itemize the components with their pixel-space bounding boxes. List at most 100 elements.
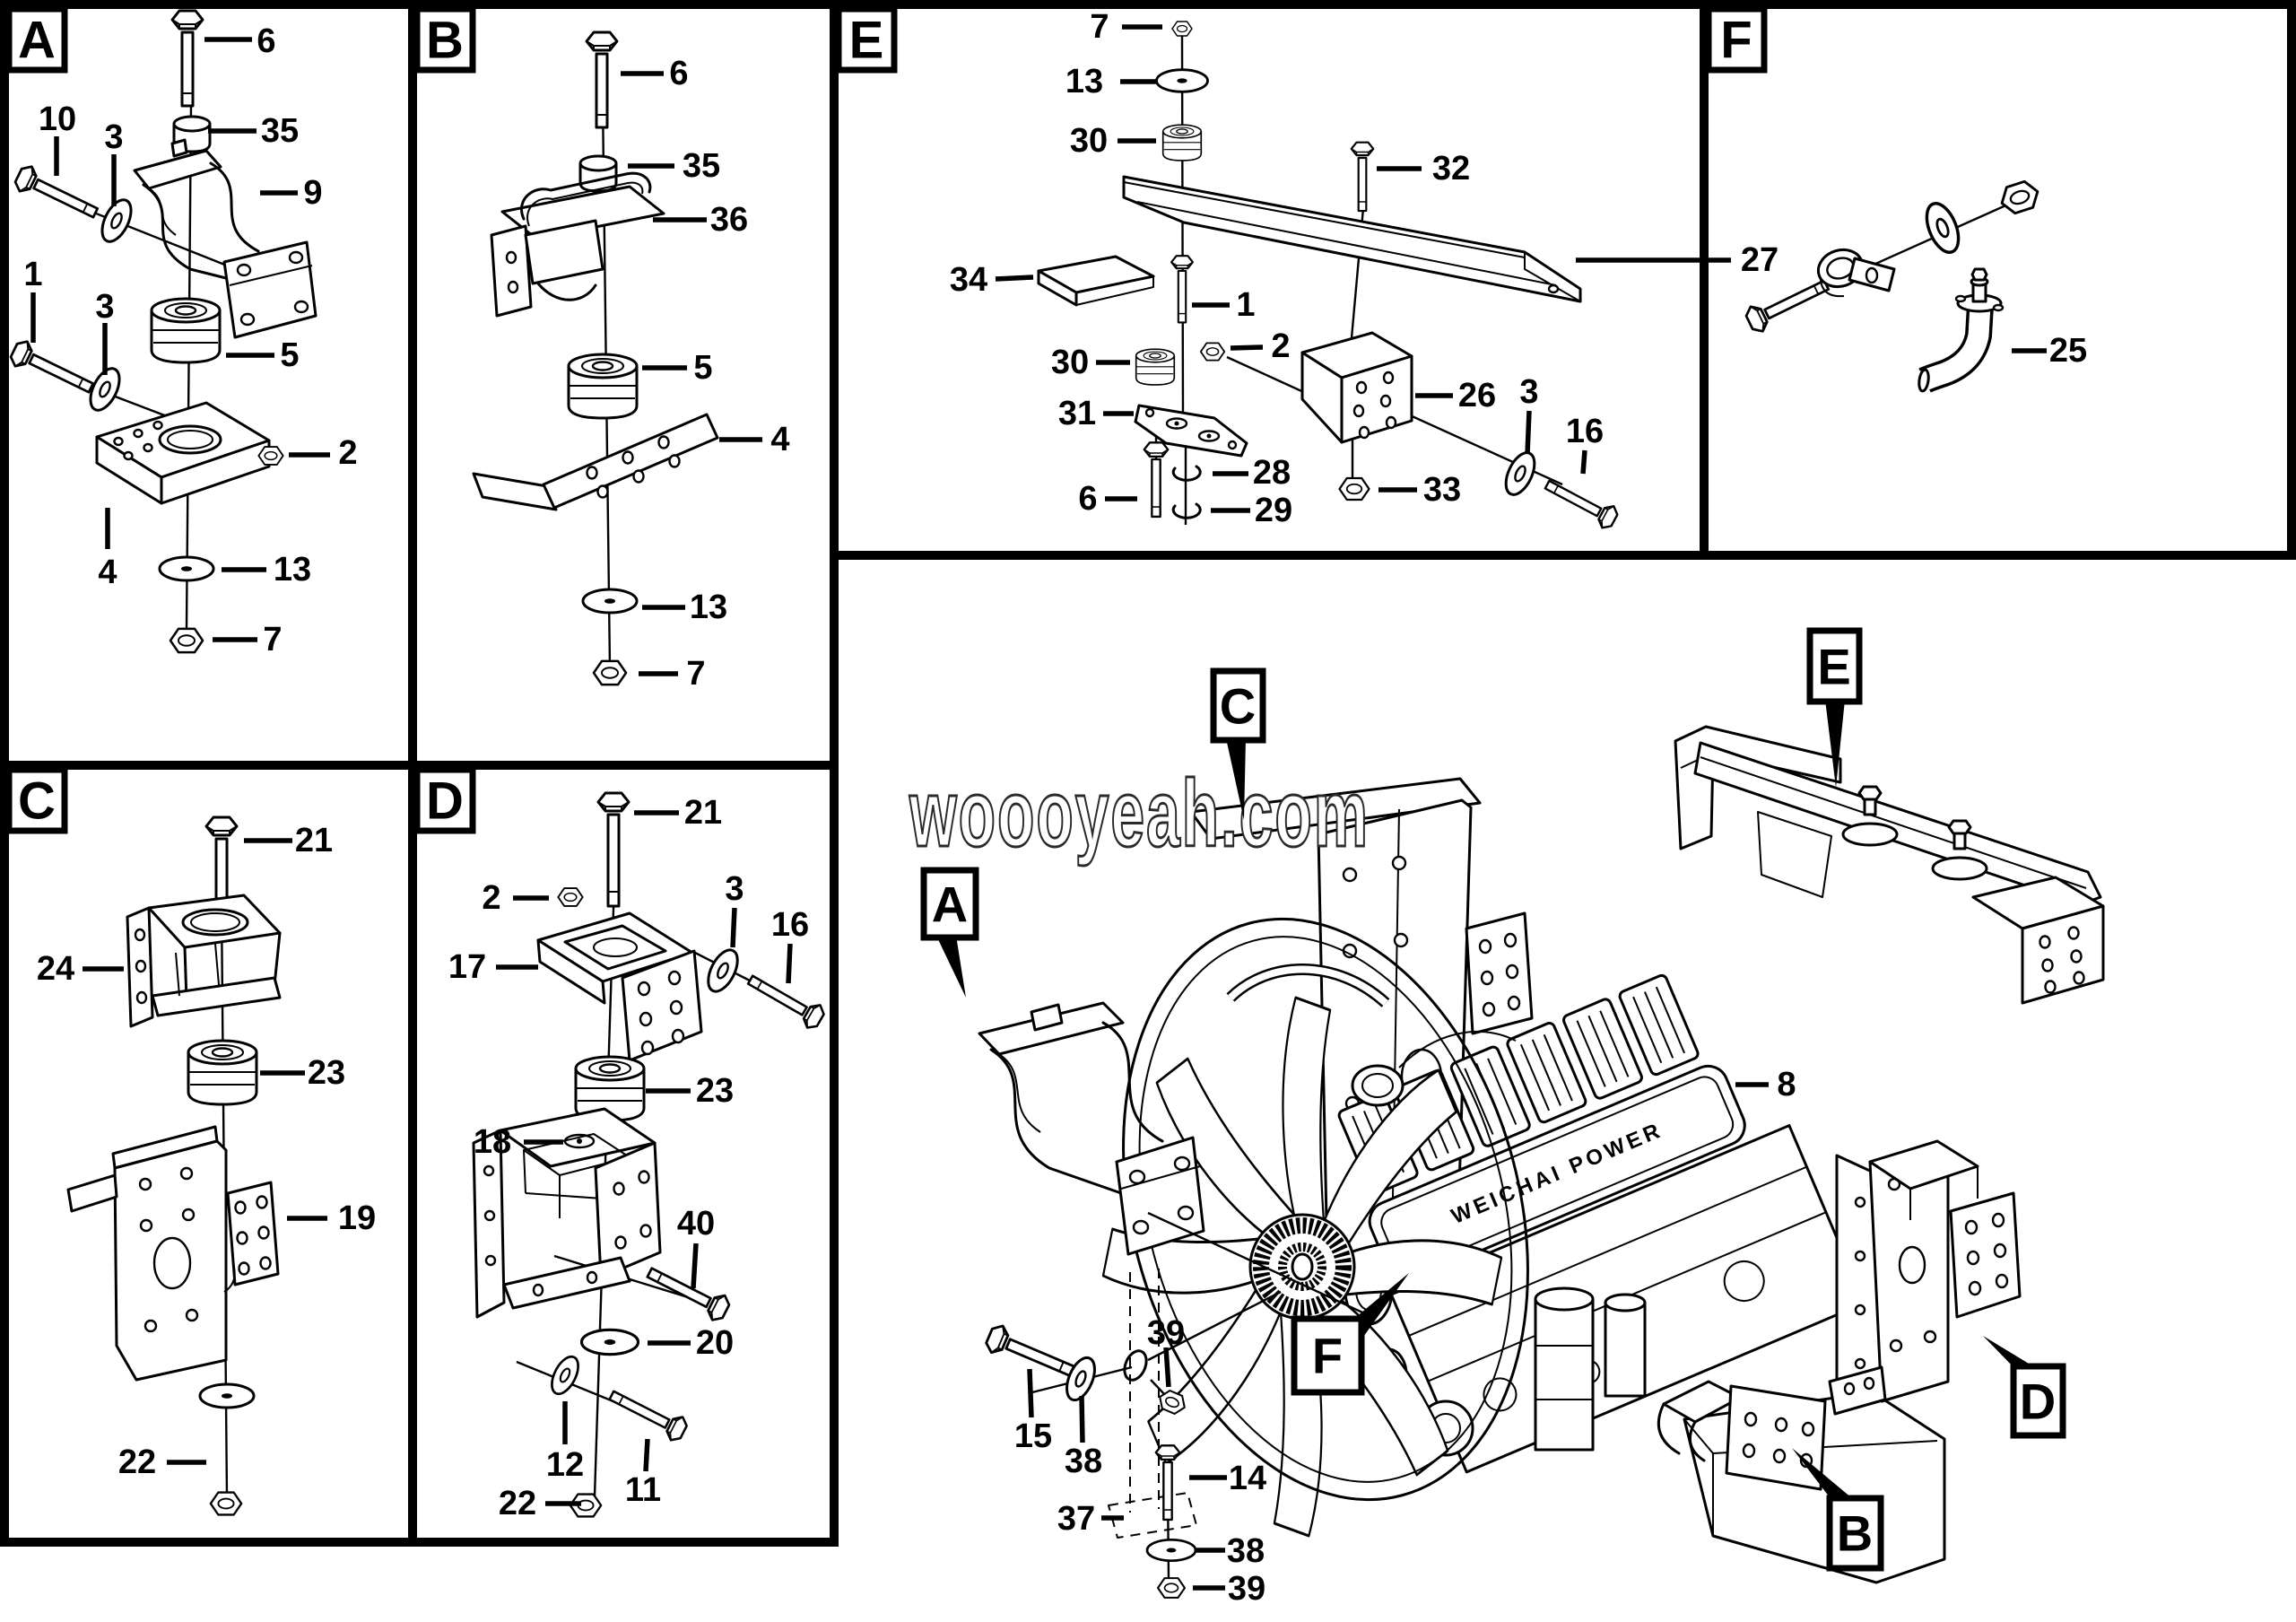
panel-letter-boxes: A B C D E F bbox=[5, 5, 1768, 834]
callout-label: 35 bbox=[683, 147, 720, 185]
part-ubolt-hidden bbox=[1129, 1269, 1160, 1513]
part-washer bbox=[1499, 447, 1542, 501]
part-lower-bracket bbox=[472, 1107, 662, 1319]
part-nut bbox=[1996, 177, 2043, 218]
callout-label: 17 bbox=[448, 948, 486, 986]
callout-label: 1 bbox=[23, 256, 42, 293]
part-bolt bbox=[604, 1382, 691, 1445]
part-washer bbox=[581, 588, 639, 615]
part-washer bbox=[198, 1382, 256, 1409]
leader-line bbox=[1027, 1368, 1034, 1418]
part-nut bbox=[1338, 476, 1370, 501]
callout-label: 10 bbox=[39, 100, 76, 138]
leader-line bbox=[730, 907, 737, 948]
leader-line bbox=[691, 1243, 699, 1289]
callout-label: 39 bbox=[1228, 1570, 1265, 1608]
panel-b-letterbox bbox=[413, 5, 476, 74]
cooling-fan bbox=[1101, 917, 1529, 1538]
part-angle-bracket bbox=[472, 413, 719, 511]
pointer-letter: B bbox=[1837, 1505, 1873, 1562]
callout-label: 3 bbox=[1519, 373, 1538, 411]
pointer-a: A bbox=[920, 867, 979, 998]
panel-letter: B bbox=[426, 12, 464, 70]
callout-label: 15 bbox=[1014, 1417, 1052, 1455]
main-illustration: WEICHAI POWER bbox=[908, 627, 2105, 1608]
callout-label: 32 bbox=[1432, 150, 1470, 187]
part-bolt bbox=[6, 336, 99, 402]
callout-label: 14 bbox=[1229, 1460, 1266, 1497]
part-shim-plate bbox=[1037, 255, 1155, 307]
callout-label: 36 bbox=[710, 201, 748, 239]
panel-f: 25 bbox=[1742, 177, 2087, 393]
part-bolt bbox=[1170, 255, 1194, 324]
part-bolt bbox=[743, 967, 829, 1033]
part-bolt bbox=[170, 9, 204, 108]
part-washer bbox=[1918, 197, 1967, 258]
part-nut bbox=[169, 627, 204, 654]
part-bolt bbox=[641, 1259, 734, 1325]
part-support-box bbox=[1300, 331, 1413, 444]
callout-label: 3 bbox=[104, 118, 123, 156]
part-mount-cushion bbox=[1135, 348, 1176, 386]
leader-line bbox=[1525, 410, 1532, 455]
callout-label: 22 bbox=[499, 1485, 536, 1522]
callout-label: 1 bbox=[1236, 286, 1255, 324]
part-bolt bbox=[1742, 271, 1834, 336]
panel-f-border bbox=[1700, 0, 2296, 560]
callout-label: 39 bbox=[1147, 1314, 1185, 1352]
callout-label: 3 bbox=[725, 870, 744, 908]
callout-label: 38 bbox=[1065, 1443, 1102, 1480]
part-mount-cushion bbox=[187, 1039, 258, 1106]
callout-label: 29 bbox=[1255, 492, 1292, 529]
callout-label: 7 bbox=[1090, 8, 1109, 46]
callout-label: 7 bbox=[686, 655, 705, 693]
panel-d: 21 2 17 3 16 23 18 40 20 12 11 22 bbox=[448, 791, 829, 1522]
callout-label: 18 bbox=[474, 1123, 511, 1161]
part-crossmember bbox=[1122, 175, 1582, 303]
callout-label: 13 bbox=[274, 551, 311, 589]
panel-d-border bbox=[408, 761, 839, 1547]
part-nut bbox=[209, 1491, 243, 1516]
callout-label: 30 bbox=[1070, 122, 1108, 160]
callout-label: 26 bbox=[1458, 377, 1496, 414]
callout-label: 22 bbox=[118, 1443, 156, 1481]
leader-line bbox=[1079, 1395, 1085, 1443]
part-breather-pipe bbox=[1918, 267, 2005, 393]
leader-line bbox=[1580, 449, 1587, 475]
callout-label: 23 bbox=[696, 1072, 734, 1110]
part-washer bbox=[579, 1328, 640, 1356]
callout-label: 4 bbox=[770, 421, 789, 458]
panel-b: 6 35 36 5 4 13 7 bbox=[472, 31, 790, 693]
part-bolt bbox=[1540, 472, 1622, 533]
part-frame-bracket bbox=[66, 1125, 280, 1382]
panel-letter: C bbox=[18, 772, 56, 831]
callout-label: 38 bbox=[1227, 1532, 1265, 1570]
pointer-f: F bbox=[1291, 1273, 1409, 1396]
pointer-c: C bbox=[1210, 667, 1266, 820]
pointer-d: D bbox=[1983, 1336, 2066, 1439]
callout-label: 25 bbox=[2049, 332, 2087, 370]
callout-label: 5 bbox=[693, 349, 712, 387]
panel-a: 6 35 9 10 3 1 3 5 2 4 13 7 bbox=[6, 9, 358, 658]
part-engine-bracket bbox=[133, 138, 317, 339]
panel-letter: F bbox=[1720, 12, 1752, 70]
pointer-letter: F bbox=[1312, 1328, 1343, 1384]
panel-e: 7 13 30 32 27 34 1 2 30 31 28 6 29 26 3 … bbox=[950, 8, 1779, 533]
part-engine-bracket bbox=[126, 894, 282, 1028]
panel-e-letterbox bbox=[835, 5, 898, 74]
part-mount-cushion bbox=[1161, 124, 1203, 161]
callout-label: 2 bbox=[338, 434, 357, 472]
engine-bracket-a bbox=[978, 1001, 1205, 1256]
callout-label: 30 bbox=[1051, 344, 1089, 381]
part-lock-washer bbox=[1171, 465, 1202, 482]
callout-label: 12 bbox=[546, 1446, 584, 1484]
callout-label: 33 bbox=[1423, 471, 1461, 509]
watermark-text: woooyeah.com bbox=[909, 759, 1370, 866]
callout-label: 19 bbox=[338, 1199, 376, 1237]
part-nut bbox=[592, 659, 628, 686]
leader-line bbox=[1230, 344, 1264, 351]
callout-label: 31 bbox=[1058, 395, 1096, 432]
panel-letter: E bbox=[849, 12, 884, 70]
panel-letter: A bbox=[18, 12, 56, 70]
